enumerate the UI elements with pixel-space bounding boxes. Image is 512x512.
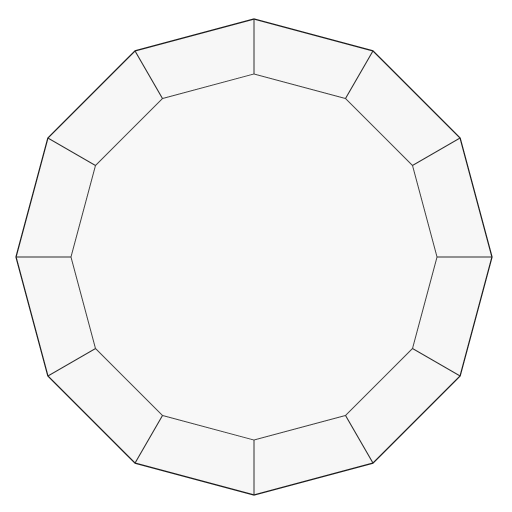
spoke-line: [345, 415, 374, 464]
spoke-line: [412, 137, 461, 166]
spoke-line: [47, 348, 96, 377]
spoke-line: [47, 137, 96, 166]
ring-segments: [15, 18, 493, 496]
spoke-lines: [16, 19, 492, 495]
spoke-line: [134, 415, 163, 464]
spoke-line: [134, 50, 163, 99]
spoke-line: [412, 348, 461, 377]
spoke-line: [345, 50, 374, 99]
